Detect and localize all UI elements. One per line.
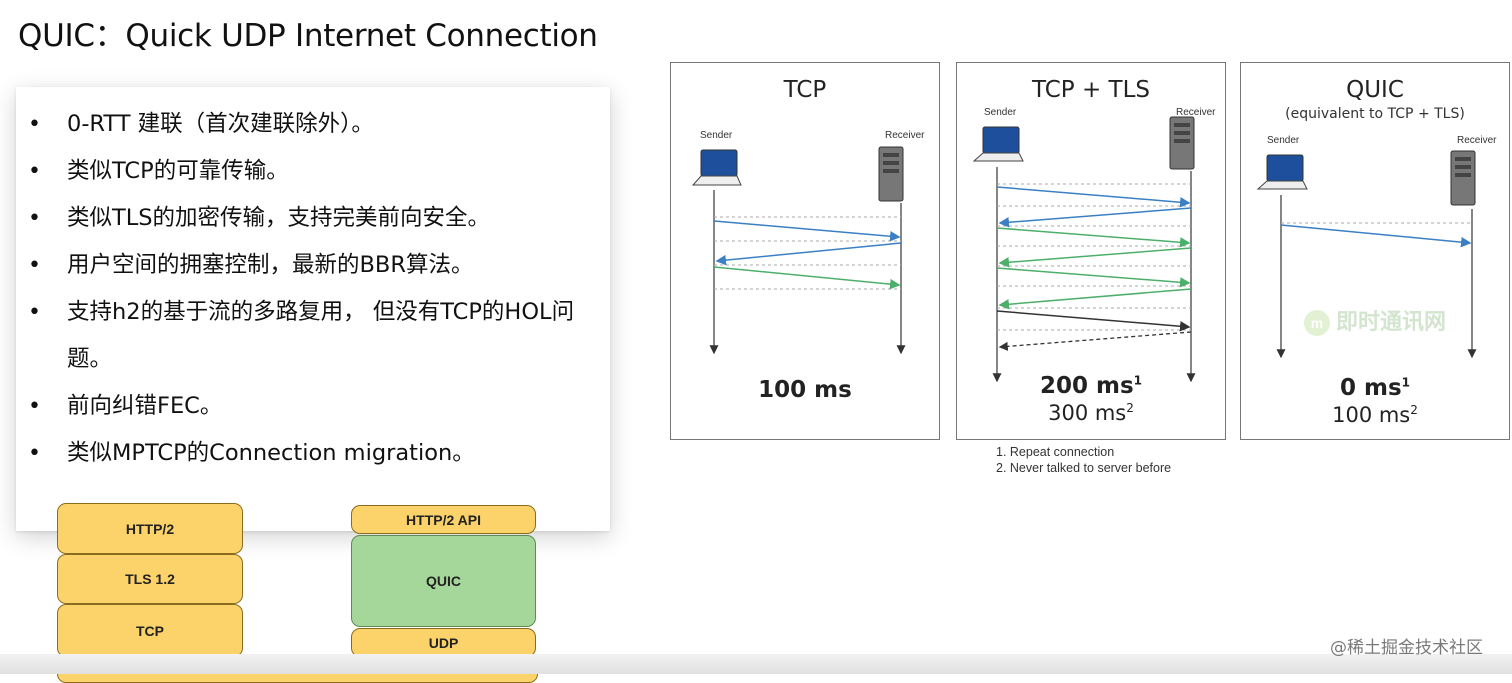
- server-icon: [1169, 116, 1195, 170]
- feature-item: 类似TLS的加密传输，支持完美前向安全。: [16, 195, 610, 242]
- stack-layer-http2-api: HTTP/2 API: [351, 505, 536, 534]
- tcp-tls-handshake-diagram: TCP + TLS Sender Receiver: [956, 62, 1226, 440]
- feature-item: 类似TCP的可靠传输。: [16, 148, 610, 195]
- stack-layer-tls: TLS 1.2: [57, 554, 243, 604]
- timing-sub-label: 300 ms2: [1048, 401, 1134, 425]
- stack-layer-udp: UDP: [351, 628, 536, 657]
- footnote-ref: 2: [1410, 403, 1418, 417]
- bottom-band: [0, 654, 1512, 674]
- footnote-never: 2. Never talked to server before: [996, 461, 1172, 475]
- feature-item: 支持h2的基于流的多路复用， 但没有TCP的HOL问题。: [16, 289, 610, 383]
- stack-layer-tcp: TCP: [57, 604, 243, 657]
- im-watermark-logo: m 即时通讯网: [1302, 304, 1460, 344]
- tcp-sequence-svg: [691, 146, 906, 355]
- im-logo-icon: m: [1304, 310, 1330, 336]
- receiver-label: Receiver: [885, 130, 925, 141]
- server-icon: [878, 146, 904, 202]
- feature-item: 类似MPTCP的Connection migration。: [16, 430, 610, 477]
- tcp-handshake-diagram: TCP Sender Receiver 100 ms: [670, 62, 940, 440]
- laptop-icon: [691, 149, 742, 186]
- quic-handshake-diagram: QUIC (equivalent to TCP + TLS) Sender Re…: [1240, 62, 1510, 440]
- timing-label: 200 ms1: [1039, 373, 1143, 399]
- sender-label: Sender: [984, 107, 1017, 118]
- page-title: QUIC：Quick UDP Internet Connection: [18, 18, 598, 54]
- diagram-title: TCP + TLS: [1032, 77, 1150, 103]
- diagram-title: QUIC: [1346, 77, 1404, 103]
- feature-item: 用户空间的拥塞控制，最新的BBR算法。: [16, 242, 610, 289]
- tcp-tls-sequence-svg: [972, 116, 1196, 383]
- im-logo-text: 即时通讯网: [1336, 310, 1447, 335]
- feature-item: 0-RTT 建联（首次建联除外）。: [16, 101, 610, 148]
- quic-sequence-svg: [1256, 150, 1477, 359]
- footnote-ref: 2: [1126, 401, 1134, 415]
- features-card: 0-RTT 建联（首次建联除外）。 类似TCP的可靠传输。 类似TLS的加密传输…: [16, 87, 610, 531]
- footnote-ref: 1: [1401, 375, 1411, 390]
- receiver-label: Receiver: [1457, 135, 1497, 146]
- feature-item: 前向纠错FEC。: [16, 383, 610, 430]
- feature-list: 0-RTT 建联（首次建联除外）。 类似TCP的可靠传输。 类似TLS的加密传输…: [16, 101, 610, 477]
- timing-label: 100 ms: [758, 377, 852, 403]
- svg-text:m: m: [1311, 315, 1323, 331]
- diagram-title: TCP: [783, 77, 827, 103]
- diagram-subtitle: (equivalent to TCP + TLS): [1285, 106, 1465, 122]
- footnote-repeat: 1. Repeat connection: [996, 445, 1115, 459]
- site-watermark: @稀土掘金技术社区: [1330, 638, 1483, 658]
- timing-label: 0 ms1: [1339, 375, 1411, 401]
- laptop-icon: [972, 126, 1024, 162]
- receiver-label: Receiver: [1176, 107, 1216, 118]
- server-icon: [1450, 150, 1476, 206]
- sender-label: Sender: [700, 130, 733, 141]
- laptop-icon: [1256, 154, 1308, 190]
- timing-sub-label: 100 ms2: [1332, 403, 1418, 427]
- stack-layer-http2: HTTP/2: [57, 503, 243, 554]
- footnote-ref: 1: [1133, 373, 1143, 388]
- stack-layer-quic: QUIC: [351, 535, 536, 627]
- sender-label: Sender: [1267, 135, 1300, 146]
